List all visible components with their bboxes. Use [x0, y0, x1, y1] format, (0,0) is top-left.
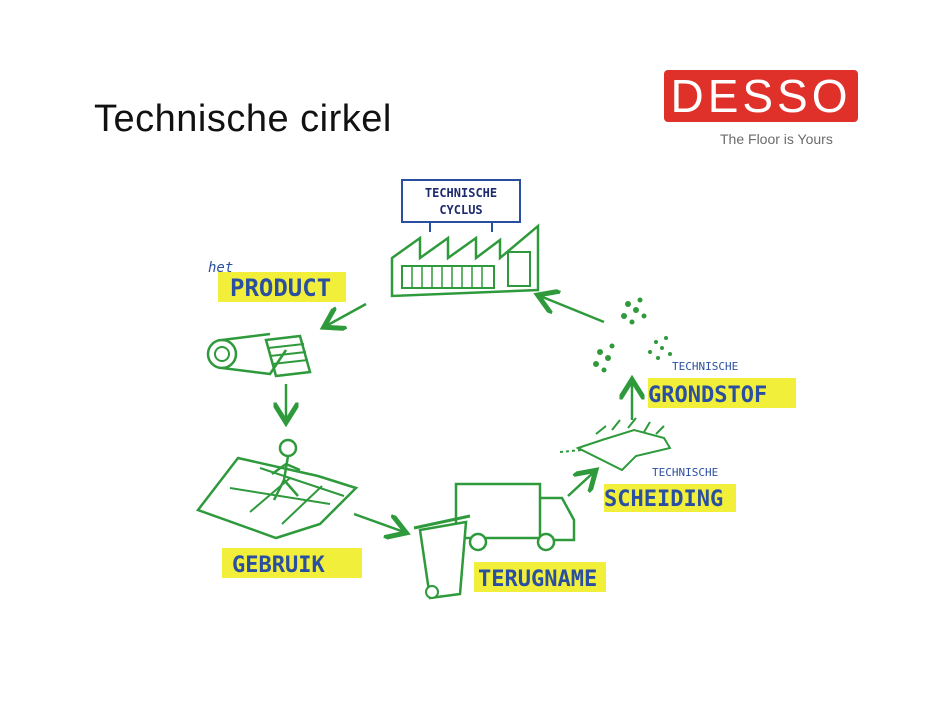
logo-text: DESSO — [670, 70, 852, 122]
factory-sign-line2: CYCLUS — [439, 203, 482, 217]
scheiding-highlight — [604, 484, 736, 512]
factory-sign-line1: TECHNISCHE — [425, 186, 497, 200]
truck-and-bin-illustration — [413, 482, 576, 600]
gebruik-highlight — [222, 548, 362, 578]
factory-illustration — [390, 179, 540, 298]
desso-logo: DESSO — [664, 70, 858, 122]
logo-tagline: The Floor is Yours — [720, 131, 833, 147]
carpet-roll-illustration — [206, 332, 312, 378]
arrow-grondstof-to-factory — [540, 296, 605, 324]
grondstof-label: GRONDSTOF — [648, 383, 767, 408]
gebruik-label: GEBRUIK — [232, 553, 325, 578]
floor-tiles-illustration — [195, 438, 359, 540]
grondstof-prefix: TECHNISCHE — [672, 360, 738, 373]
grondstof-highlight — [648, 378, 796, 408]
product-label: PRODUCT — [230, 274, 331, 302]
arrow-factory-to-product — [326, 302, 367, 326]
product-prefix: het — [208, 260, 233, 276]
terugname-highlight — [474, 562, 606, 592]
arrow-terugname-to-scheiding — [567, 472, 594, 497]
separation-illustration — [559, 417, 672, 472]
arrow-gebruik-to-terugname — [353, 512, 404, 532]
slide-title: Technische cirkel — [94, 98, 392, 140]
terugname-label: TERUGNAME — [478, 567, 597, 592]
product-highlight — [218, 272, 346, 302]
scheiding-label: SCHEIDING — [604, 487, 723, 512]
granules-illustration — [593, 297, 672, 373]
scheiding-prefix: TECHNISCHE — [652, 466, 718, 479]
